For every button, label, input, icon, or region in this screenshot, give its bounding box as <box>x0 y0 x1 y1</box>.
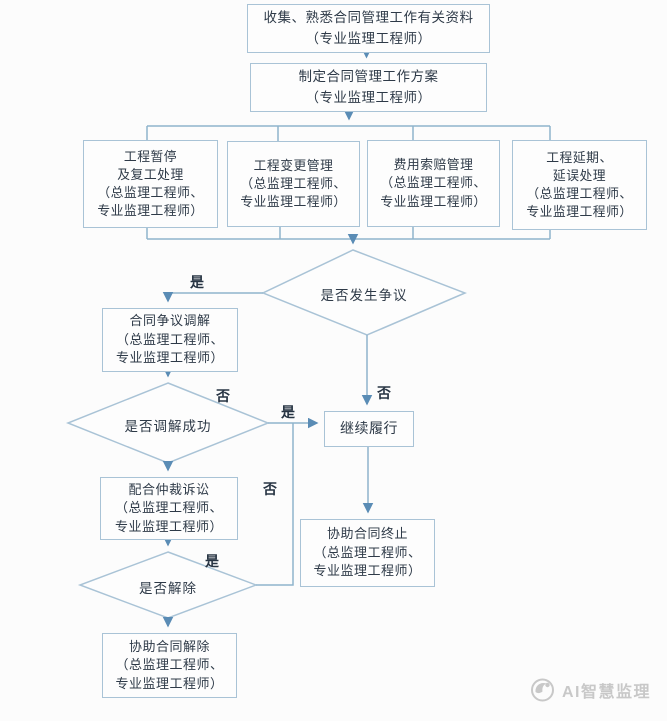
watermark: AI智慧监理 <box>529 676 651 703</box>
edge-label-dispute-no: 否 <box>377 385 391 401</box>
node-management-plan: 制定合同管理工作方案 （专业监理工程师） <box>250 63 487 112</box>
decision-dispute-label: 是否发生争议 <box>320 288 408 303</box>
edge-dispute-yes <box>162 292 263 303</box>
edge-label-mediation-no: 否 <box>216 388 230 404</box>
watermark-text: AI智慧监理 <box>562 683 652 701</box>
node-claim-management: 费用索赔管理 （总监理工程师、 专业监理工程师） <box>367 140 500 227</box>
node-variation-management: 工程变更管理 （总监理工程师、 专业监理工程师） <box>227 141 360 227</box>
decision-rescind-label: 是否解除 <box>139 581 197 596</box>
edge-rescind-no-riser <box>256 423 294 586</box>
edge-collector-rail <box>146 227 551 240</box>
node-contract-rescission: 协助合同解除 （总监理工程师、 专业监理工程师） <box>102 633 237 698</box>
edge-label-dispute-yes: 是 <box>190 274 204 290</box>
node-work-suspension: 工程暂停 及复工处理 （总监理工程师、 专业监理工程师） <box>83 140 218 228</box>
node-collect-materials: 收集、熟悉合同管理工作有关资料 （专业监理工程师） <box>247 4 490 53</box>
node-continue-performance: 继续履行 <box>324 411 414 447</box>
node-contract-termination: 协助合同终止 （总监理工程师、 专业监理工程师） <box>300 519 435 587</box>
edge-label-rescind-no: 否 <box>263 481 277 497</box>
node-dispute-mediation: 合同争议调解 （总监理工程师、 专业监理工程师） <box>102 308 238 372</box>
edge-label-rescind-yes: 是 <box>205 553 219 569</box>
edge-distributor-rail <box>146 125 551 141</box>
decision-mediation-label: 是否调解成功 <box>124 419 212 434</box>
node-delay-handling: 工程延期、 延误处理 （总监理工程师、 专业监理工程师） <box>512 140 647 230</box>
watermark-logo-icon <box>531 678 554 702</box>
edge-label-mediation-yes: 是 <box>281 404 295 420</box>
node-arbitration-litigation: 配合仲裁诉讼 （总监理工程师、 专业监理工程师） <box>100 477 238 540</box>
